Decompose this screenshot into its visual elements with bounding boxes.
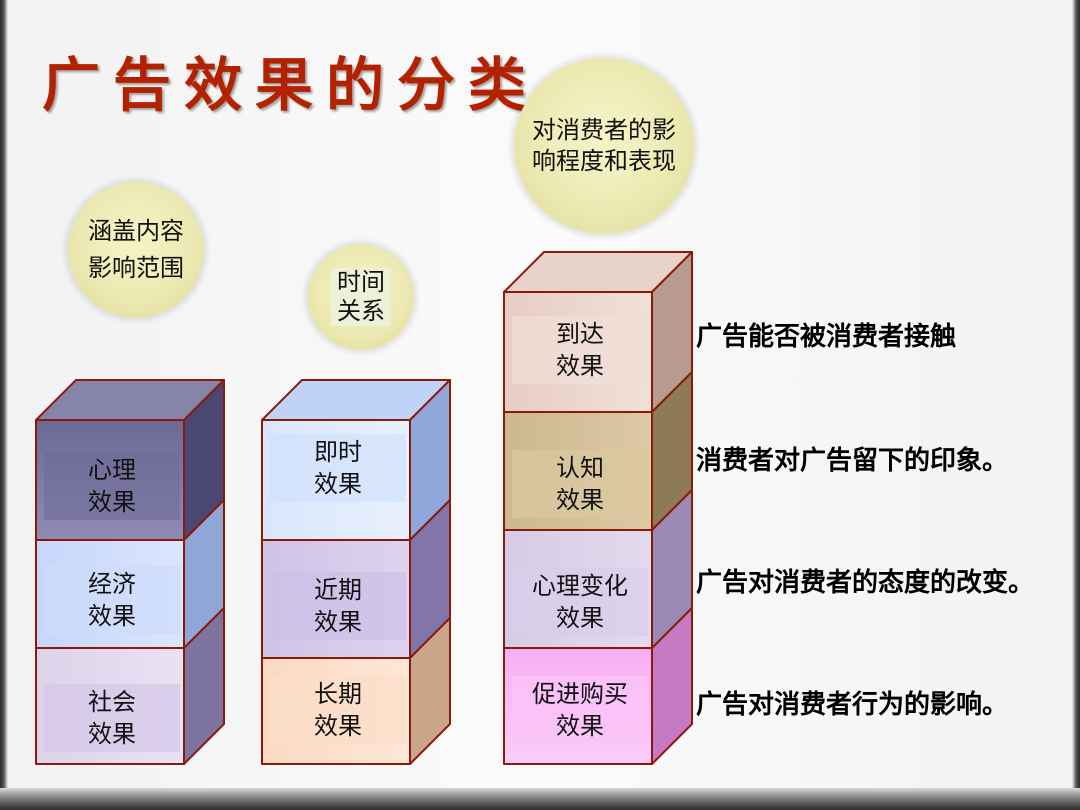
page-title: 广告效果的分类 xyxy=(42,51,540,119)
block-label-short-term-effect: 近期 效果 xyxy=(270,572,406,640)
block-label-purchase-effect: 促进购买 效果 xyxy=(512,676,648,744)
circle-time-relation: 时间 关系 xyxy=(308,244,414,350)
circle-line: 对消费者的影 xyxy=(532,115,676,144)
circle-line: 响程度和表现 xyxy=(532,147,676,175)
circle-line: 影响范围 xyxy=(88,254,184,282)
circle-line: 涵盖内容 xyxy=(88,216,184,245)
block-label-social-effect: 社会 效果 xyxy=(44,684,180,752)
block-label-reach-effect: 到达 效果 xyxy=(512,316,648,384)
description-reach: 广告能否被消费者接触 xyxy=(696,322,957,352)
circle-line: 关系 xyxy=(331,297,391,326)
description-cognitive: 消费者对广告留下的印象。 xyxy=(696,446,1009,476)
block-label-attitude-change-effect: 心理变化 效果 xyxy=(512,568,648,636)
block-label-immediate-effect: 即时 效果 xyxy=(270,434,406,502)
description-behavior: 广告对消费者行为的影响。 xyxy=(696,690,1009,720)
description-attitude: 广告对消费者的态度的改变。 xyxy=(696,568,1035,598)
bottom-frame-bar xyxy=(0,788,1080,810)
circle-line: 时间 xyxy=(331,268,391,297)
block-label-long-term-effect: 长期 效果 xyxy=(270,676,406,744)
block-label-psychological-effect: 心理 效果 xyxy=(44,452,180,520)
block-label-economic-effect: 经济 效果 xyxy=(44,566,180,634)
circle-consumer-impact: 对消费者的影 响程度和表现 xyxy=(514,58,694,234)
circle-coverage-scope: 涵盖内容 影响范围 xyxy=(68,182,204,318)
block-label-cognitive-effect: 认知 效果 xyxy=(512,450,648,518)
